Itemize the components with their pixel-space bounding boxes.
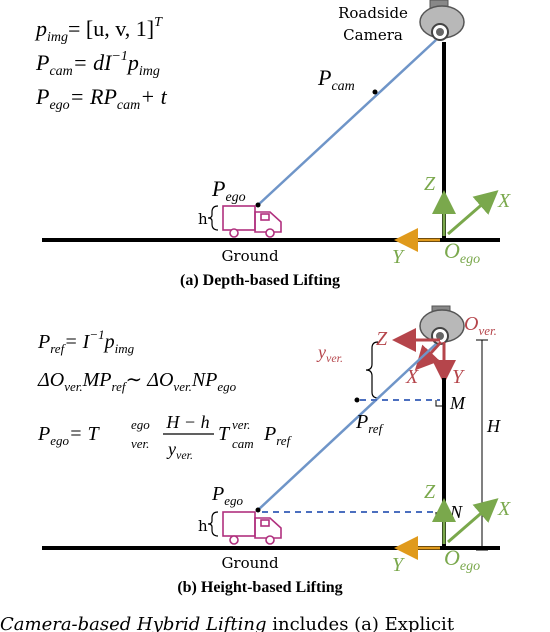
- red-x-label: X: [405, 366, 419, 388]
- caption-a: (a) Depth-based Lifting: [180, 272, 340, 289]
- right-angle-m: [435, 400, 442, 407]
- h-label-a: h: [198, 210, 208, 228]
- p-ego-point-a: [255, 202, 261, 208]
- camera-ray-b: [257, 343, 437, 511]
- red-axis-x: [414, 340, 443, 371]
- origin-label-a: Oego: [444, 238, 480, 267]
- truck-icon-a: [222, 205, 282, 238]
- camera-label-line1: Roadside: [338, 4, 408, 22]
- camera-label-line2: Camera: [343, 26, 403, 44]
- panel-a: pimg= [u, v, 1]T Pcam= dI−1pimg Pego= RP…: [34, 0, 511, 289]
- h-brace-a: [207, 205, 219, 231]
- axis-y-label-a: Y: [392, 246, 405, 268]
- y-ver-brace: [365, 341, 379, 399]
- ground-label-a: Ground: [221, 247, 279, 265]
- footer-caption: Camera-based Hybrid Lifting includes (a)…: [0, 614, 455, 632]
- h-label-b: h: [198, 517, 208, 535]
- big-h-label: H: [486, 416, 501, 436]
- axis-x-b: [447, 498, 499, 544]
- axis-x-label-b: X: [497, 498, 511, 520]
- axis-x-label-a: X: [497, 190, 511, 212]
- red-y-label: Y: [452, 366, 465, 388]
- p-ref-point: [354, 397, 360, 403]
- svg-text:Pref: Pref: [263, 423, 293, 448]
- p-cam-point: [372, 89, 378, 95]
- p-cam-label: Pcam: [317, 65, 355, 94]
- red-z-label: Z: [376, 328, 388, 350]
- svg-text:ver.: ver.: [131, 436, 149, 451]
- camera-icon: [419, 0, 465, 41]
- eq-a3: Pego= RPcam+ t: [35, 84, 168, 113]
- n-label: N: [449, 502, 463, 522]
- caption-b: (b) Height-based Lifting: [177, 579, 342, 596]
- svg-text:H − h: H − h: [165, 412, 209, 432]
- axis-y-label-b: Y: [392, 554, 405, 576]
- axis-z-label-b: Z: [424, 481, 436, 503]
- y-ver-label: yver.: [316, 342, 343, 365]
- eq-b2: ΔOver.MPref∼ ΔOver.NPego: [37, 369, 237, 394]
- p-ref-label: Pref: [355, 411, 385, 436]
- camera-icon-b: [419, 305, 465, 345]
- eq-b1: Pref= I−1pimg: [37, 327, 135, 356]
- svg-text:ego: ego: [131, 417, 150, 432]
- p-ego-point-b: [255, 507, 261, 513]
- eq-a2: Pcam= dI−1pimg: [35, 49, 160, 79]
- p-ego-label-a: Pego: [211, 176, 246, 205]
- svg-text:cam: cam: [232, 436, 254, 451]
- p-ego-label-b: Pego: [211, 483, 243, 508]
- o-ver-label: Over.: [464, 313, 497, 338]
- svg-text:ver.: ver.: [232, 417, 250, 432]
- axis-x-a: [447, 190, 499, 236]
- panel-b: Pref= I−1pimg ΔOver.MPref∼ ΔOver.NPego P…: [37, 305, 511, 596]
- axis-z-label-a: Z: [424, 173, 436, 195]
- ground-label-b: Ground: [221, 554, 279, 572]
- eq-a1: pimg= [u, v, 1]T: [34, 15, 163, 45]
- camera-ray-a: [257, 39, 437, 206]
- origin-label-b: Oego: [444, 545, 480, 574]
- svg-text:Pego= T: Pego= T: [37, 423, 100, 448]
- svg-text:T: T: [218, 423, 231, 445]
- m-label: M: [449, 393, 466, 413]
- h-brace-b: [207, 511, 219, 537]
- truck-icon-b: [222, 511, 282, 545]
- eq-b3: Pego= T ego ver. H − h yver. T ver. cam …: [37, 412, 293, 462]
- svg-text:yver.: yver.: [166, 439, 193, 462]
